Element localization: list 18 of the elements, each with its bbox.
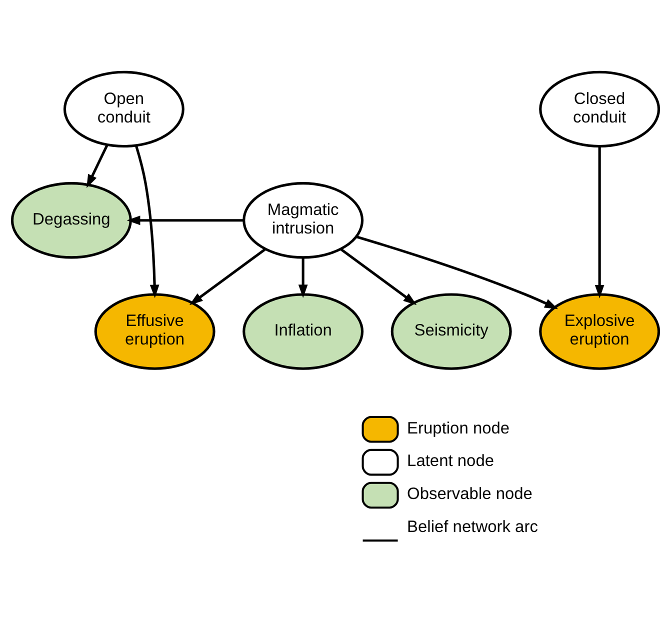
node-ellipse: Magmatic intrusion (242, 182, 364, 259)
node-ellipse: Degassing (10, 182, 132, 259)
node-ellipse: Closed conduit (539, 70, 660, 148)
node-ellipse: Inflation (242, 293, 364, 370)
arrow (126, 216, 244, 226)
arrow (298, 257, 308, 298)
legend-label: Eruption node (407, 419, 510, 438)
arrow (86, 144, 108, 188)
node-ellipse: Explosive eruption (539, 293, 660, 370)
arrow (594, 146, 604, 298)
legend-label: Latent node (407, 452, 494, 470)
arrow (134, 145, 160, 298)
arrow (356, 235, 558, 310)
arrow (340, 248, 417, 306)
arrow (189, 248, 266, 306)
legend-label: Belief network arc (407, 518, 538, 536)
legend-label: Observable node (407, 485, 532, 504)
node-ellipse: Open conduit (63, 70, 184, 148)
